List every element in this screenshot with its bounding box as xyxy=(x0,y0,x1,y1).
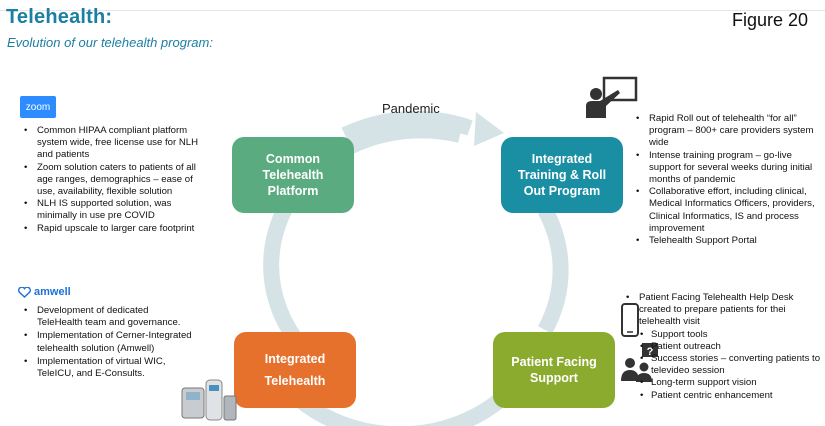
cycle-arrowhead xyxy=(474,112,504,146)
list-item: Patient outreach xyxy=(623,341,825,353)
list-item: Intense training program – go-live suppo… xyxy=(633,150,825,187)
page-subtitle: Evolution of our telehealth program: xyxy=(7,35,213,50)
cycle-ring-right xyxy=(537,206,569,334)
zoom-logo: zoom xyxy=(20,96,56,118)
zoom-bullet-list: Common HIPAA compliant platform system w… xyxy=(21,125,206,235)
list-item: Telehealth Support Portal xyxy=(633,235,825,247)
list-item: Success stories – converting patients to… xyxy=(623,353,825,377)
list-item: Common HIPAA compliant platform system w… xyxy=(21,125,206,162)
cycle-ring-bottom xyxy=(294,393,506,426)
list-item: Support tools xyxy=(623,329,825,341)
figure-label: Figure 20 xyxy=(732,10,809,30)
heart-icon xyxy=(18,286,31,298)
presentation-icon xyxy=(586,76,638,118)
list-item: Rapid upscale to larger care footprint xyxy=(21,223,206,235)
amwell-logo: amwell xyxy=(18,286,71,298)
cycle-ring-top xyxy=(341,110,473,143)
medical-devices-icon xyxy=(181,379,237,421)
list-item: Implementation of virtual WIC, TeleICU, … xyxy=(21,356,196,380)
list-item: Collaborative effort, including clinical… xyxy=(633,186,825,235)
list-item: Development of dedicated TeleHealth team… xyxy=(21,305,196,329)
list-item: Patient Facing Telehealth Help Desk crea… xyxy=(623,292,825,329)
page-title: Telehealth: xyxy=(6,6,113,28)
list-item: Patient centric enhancement xyxy=(623,390,825,402)
pandemic-label: Pandemic xyxy=(382,101,440,116)
list-item: Long-term support vision xyxy=(623,377,825,389)
list-item: Rapid Roll out of telehealth “for all” p… xyxy=(633,113,825,150)
header-divider xyxy=(0,10,825,11)
amwell-bullet-list: Development of dedicated TeleHealth team… xyxy=(21,305,196,381)
training-bullet-list: Rapid Roll out of telehealth “for all” p… xyxy=(633,113,825,247)
patient-support-bullet-list: Patient Facing Telehealth Help Desk crea… xyxy=(623,292,825,402)
list-item: NLH IS supported solution, was minimally… xyxy=(21,198,206,222)
list-item: Zoom solution caters to patients of all … xyxy=(21,162,206,199)
list-item: Implementation of Cerner-Integrated tele… xyxy=(21,330,196,354)
